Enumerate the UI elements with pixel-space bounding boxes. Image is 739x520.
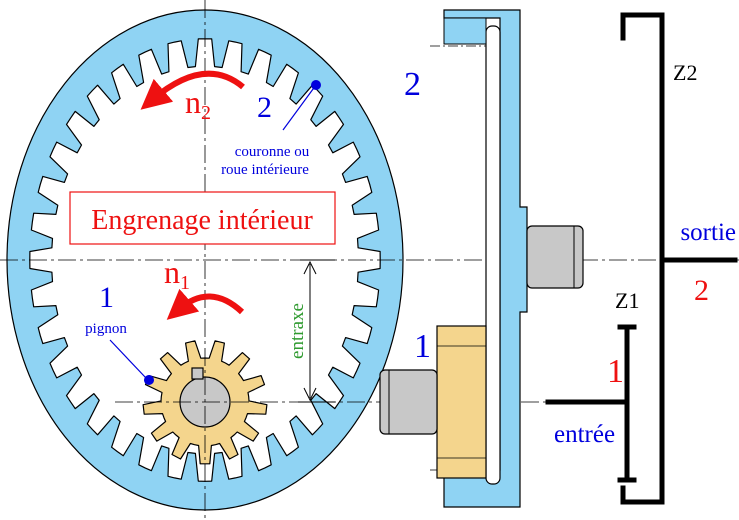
ring-marker-dot xyxy=(311,80,321,90)
title-box xyxy=(69,191,336,245)
pinion-desc-label: pignon xyxy=(85,321,127,337)
kinematic-schematic xyxy=(545,12,738,505)
sortie-label: sortie xyxy=(680,219,736,246)
ring-inner-slot xyxy=(485,25,501,485)
side-view xyxy=(379,9,584,508)
pinion-section xyxy=(436,325,487,479)
n2-label: n2 xyxy=(185,84,211,124)
entraxe-arrow-bottom xyxy=(303,387,317,402)
pinion-key xyxy=(191,367,204,380)
ring-section xyxy=(443,9,528,508)
diagram-title: Engrenage intérieur xyxy=(91,205,313,236)
input-number: 1 xyxy=(607,353,624,390)
entraxe-arrow-top xyxy=(303,260,317,275)
pinion-number-label: 1 xyxy=(99,281,114,314)
ring-tooth-top xyxy=(443,17,487,45)
n1-label: n1 xyxy=(164,254,190,294)
side-pinion-number: 1 xyxy=(414,328,431,365)
side-ring-number: 2 xyxy=(404,66,421,103)
input-shaft xyxy=(379,369,438,435)
output-shaft xyxy=(526,225,584,289)
output-number: 2 xyxy=(694,274,709,307)
ring-desc-line2: roue intérieure xyxy=(221,162,309,178)
entraxe-label: entraxe xyxy=(287,303,308,359)
pinion-leader-line xyxy=(109,339,147,379)
entree-label: entrée xyxy=(554,421,615,448)
z2-label: Z2 xyxy=(673,60,697,85)
pinion-marker-dot xyxy=(144,375,154,385)
n2-rotation-arrow xyxy=(140,70,245,110)
ring-desc-line1: couronne ou xyxy=(235,144,310,160)
z1-label: Z1 xyxy=(615,288,639,313)
ring-leader-line xyxy=(282,84,317,131)
n1-rotation-arrow xyxy=(166,288,245,320)
ring-number-label: 2 xyxy=(257,91,272,124)
